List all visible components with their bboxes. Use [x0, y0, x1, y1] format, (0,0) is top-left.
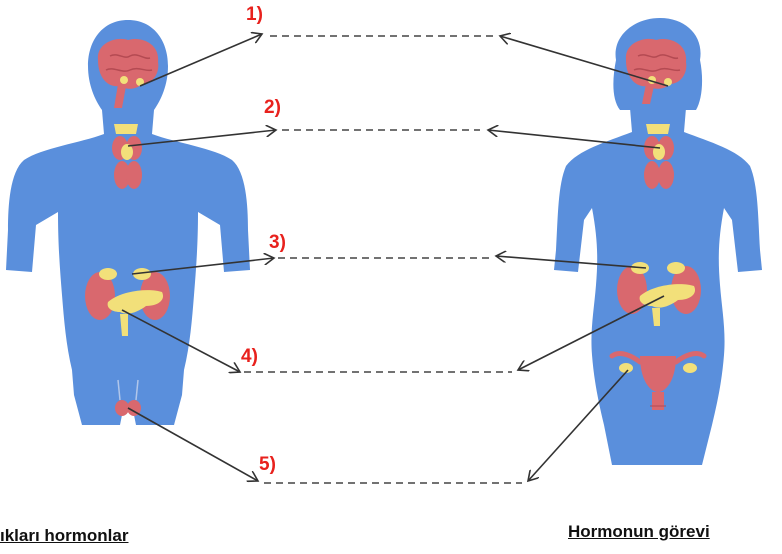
- label-5: 5): [259, 454, 276, 476]
- caption-right: Hormonun görevi: [568, 522, 710, 542]
- dashed-lines: [244, 36, 522, 483]
- male-body-figure: [6, 20, 250, 425]
- label-1: 1): [246, 4, 263, 26]
- label-2: 2): [264, 97, 281, 119]
- label-4: 4): [241, 346, 258, 368]
- label-3: 3): [269, 232, 286, 254]
- arrow-left-5: [128, 408, 258, 481]
- arrows: [122, 34, 668, 481]
- female-body-figure: [554, 18, 762, 465]
- caption-left: ıkları hormonlar: [0, 526, 128, 546]
